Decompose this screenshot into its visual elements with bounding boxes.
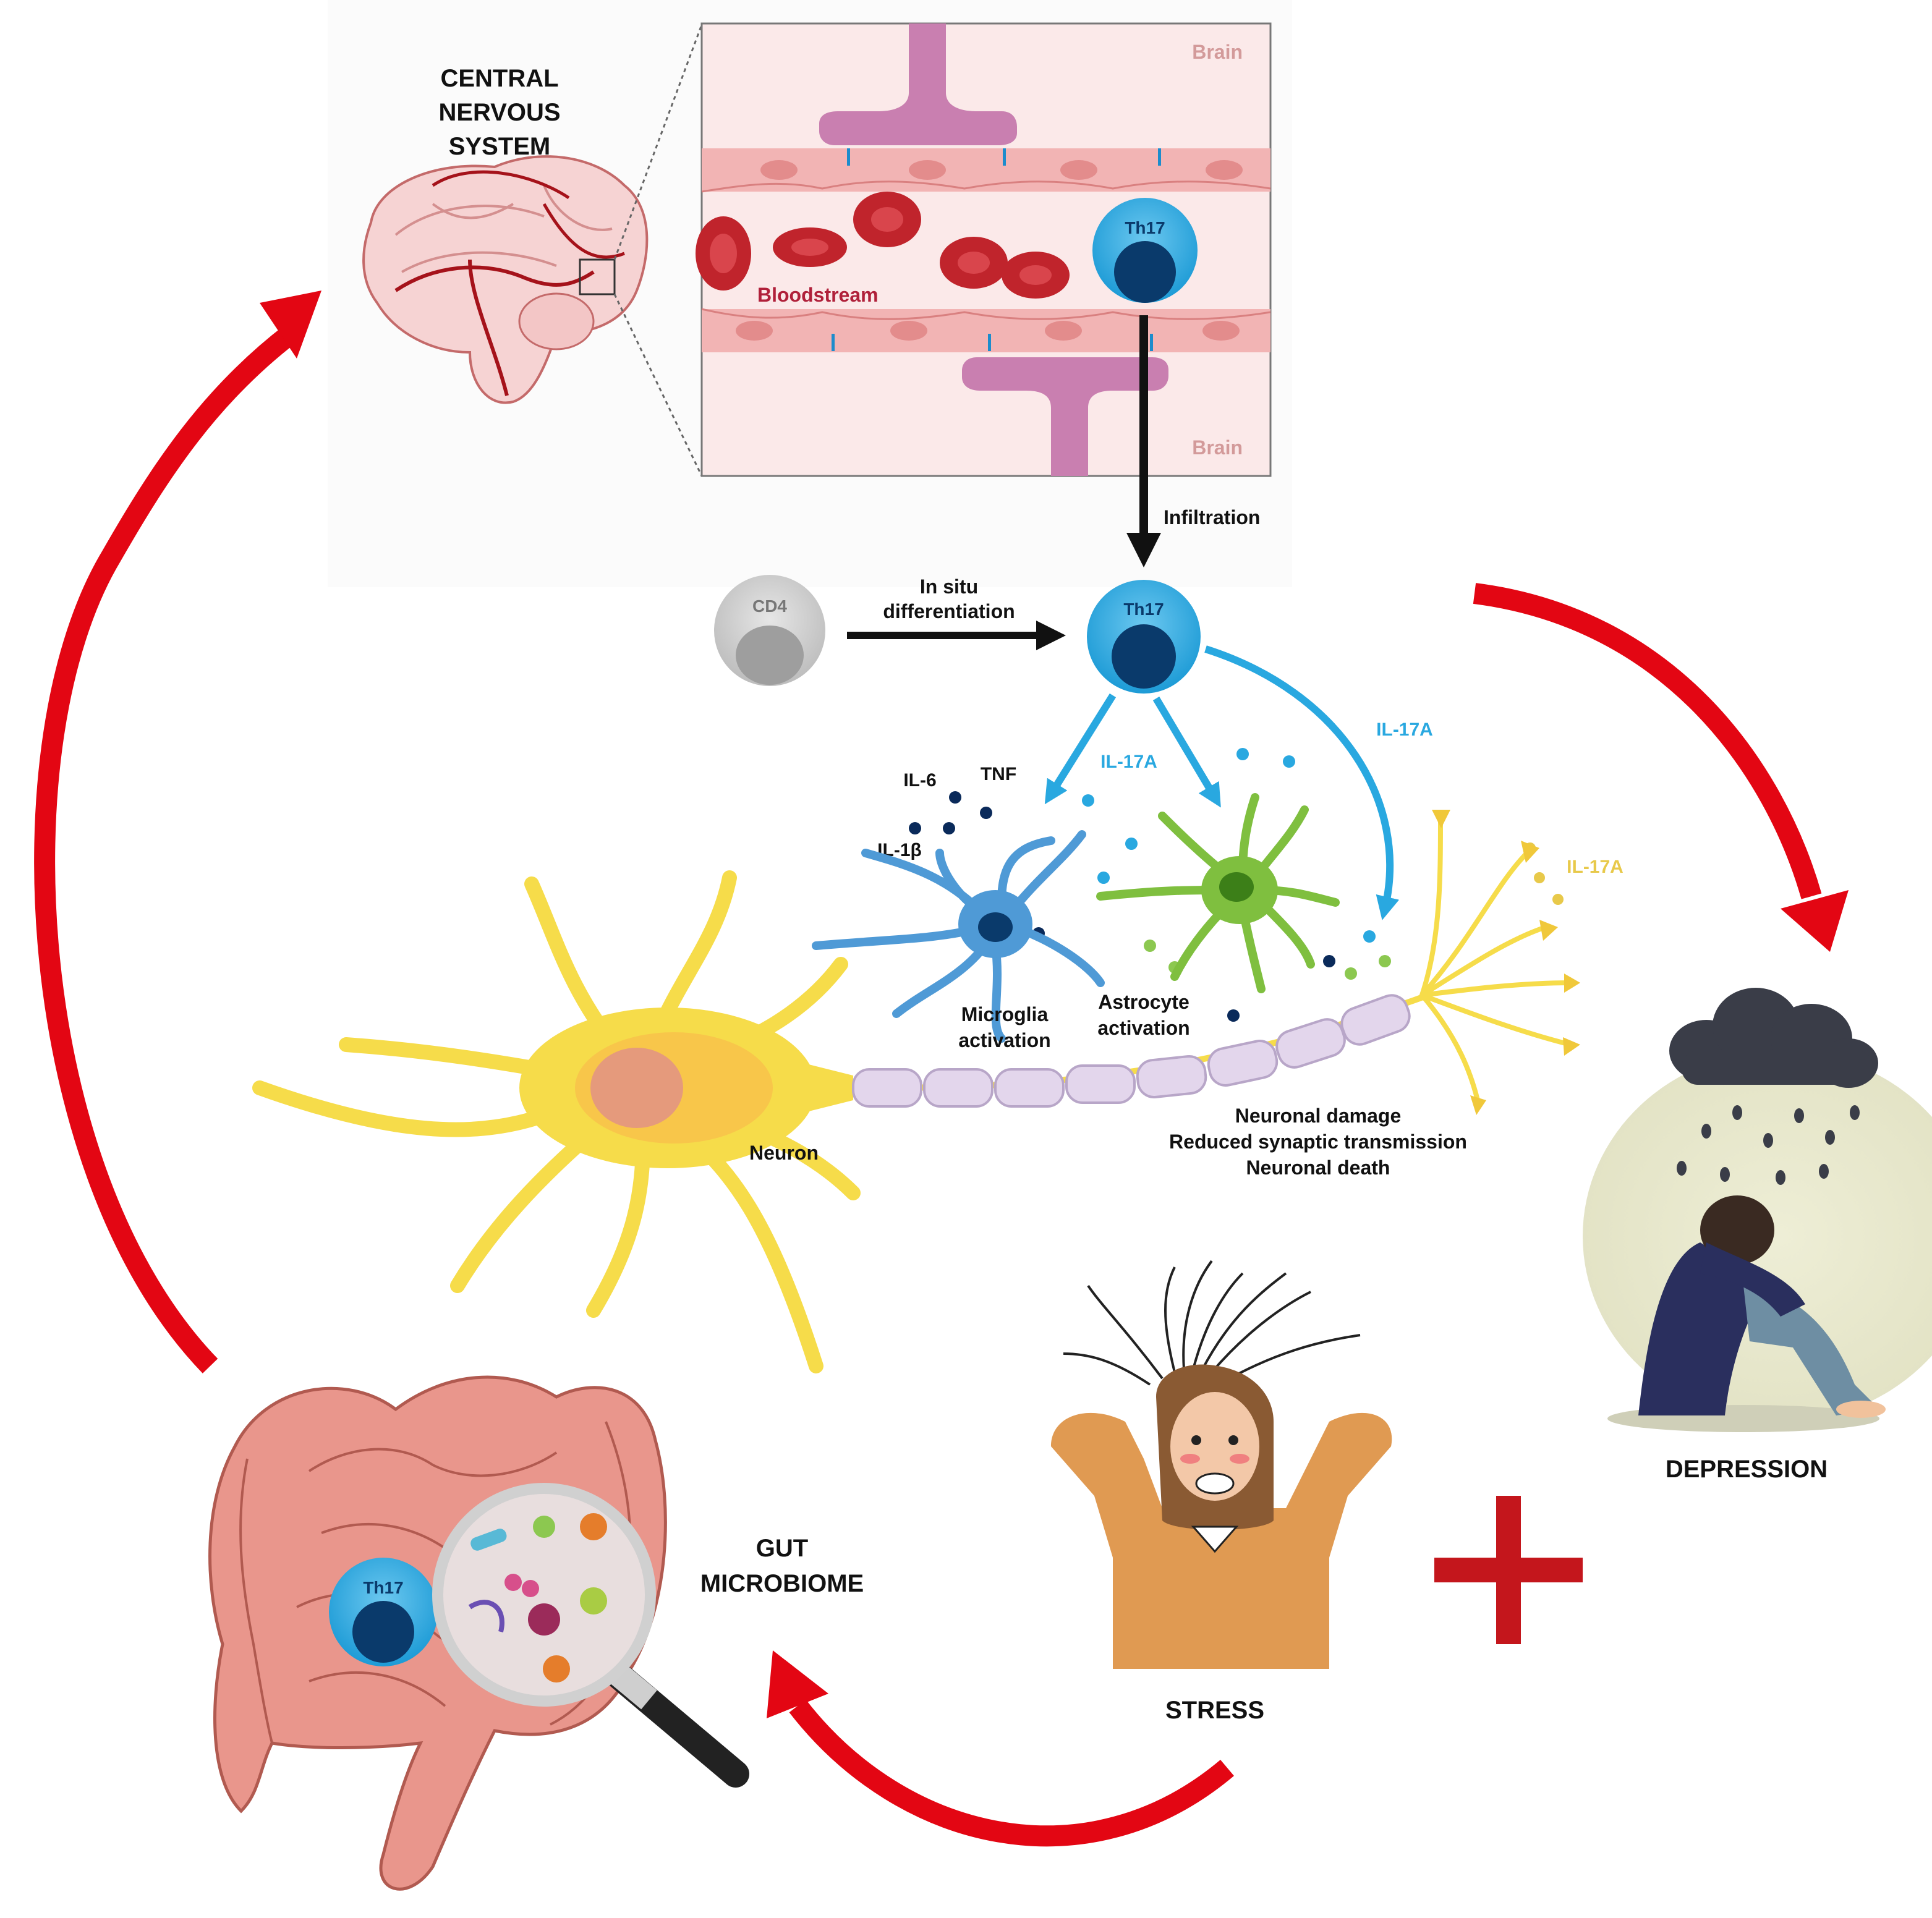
infiltration-label: Infiltration: [1164, 506, 1260, 528]
cns-label-line3: SYSTEM: [449, 133, 550, 160]
axon: [852, 810, 1580, 1115]
cns-to-depression-arrow: [1473, 583, 1822, 899]
axon-hillock: [804, 1063, 853, 1113]
bloodstream-label: Bloodstream: [757, 284, 879, 306]
neuron-label: Neuron: [749, 1142, 819, 1164]
il6-label: IL-6: [903, 770, 936, 791]
microglia-icon: [812, 830, 1105, 1043]
stress-label: STRESS: [1165, 1697, 1264, 1724]
th17-cell-icon: [1092, 198, 1198, 303]
brain-tissue-bottom: [962, 357, 1168, 476]
neuron-icon: [252, 870, 861, 1373]
stress-to-gut-arrow: [789, 1699, 1234, 1847]
rain-cloud-icon: [1669, 988, 1878, 1185]
brain-zoom-box: [579, 258, 616, 295]
brain-label-bottom: Brain: [1192, 436, 1243, 459]
red-blood-cells: [696, 192, 1070, 299]
plus-sign: [1434, 1496, 1583, 1644]
in-situ-label-line2: differentiation: [883, 600, 1015, 622]
microbe-icons: [468, 1513, 607, 1682]
microglia-label-line1: Microglia: [961, 1003, 1049, 1025]
il17a-label-right: IL-17A: [1376, 719, 1433, 740]
astrocyte-icon: [1096, 793, 1340, 993]
cns-label-line1: CENTRAL: [440, 65, 558, 92]
in-situ-label-line1: In situ: [920, 575, 978, 598]
th17-gut-cell-icon: [329, 1558, 438, 1666]
damage-label-line3: Neuronal death: [1246, 1156, 1390, 1179]
damage-label-line1: Neuronal damage: [1235, 1105, 1402, 1127]
gut-to-brain-arrow: [34, 325, 297, 1373]
th17-label-main: Th17: [1123, 600, 1164, 619]
damage-label-line2: Reduced synaptic transmission: [1169, 1131, 1467, 1153]
tnf-label: TNF: [981, 764, 1016, 784]
zoom-guide-top: [613, 24, 703, 260]
il17a-arrows: [1044, 645, 1400, 920]
gut-to-brain-arrowhead: [260, 291, 321, 359]
il17a-label-neuron: IL-17A: [1567, 857, 1623, 877]
cd4-label: CD4: [752, 596, 787, 616]
depressed-person-icon: [1583, 988, 1932, 1432]
magnifier-icon: [432, 1483, 749, 1788]
stressed-person-icon: [1051, 1260, 1392, 1669]
th17-label-gut: Th17: [363, 1578, 403, 1597]
brain-tissue-top: [819, 23, 1017, 145]
astrocyte-label-line1: Astrocyte: [1098, 991, 1189, 1013]
stress-to-gut-arrowhead: [767, 1650, 828, 1718]
microglia-label-line2: activation: [958, 1029, 1050, 1051]
astrocyte-label-line2: activation: [1097, 1017, 1189, 1039]
cycle-arrows: [34, 291, 1849, 1847]
gut-label-line2: MICROBIOME: [700, 1570, 864, 1597]
th17-label-vessel: Th17: [1125, 218, 1165, 237]
brain-icon: [362, 155, 649, 404]
cd4-cell-icon: [714, 575, 825, 686]
depression-label: DEPRESSION: [1666, 1456, 1828, 1483]
cns-label-line2: NERVOUS: [438, 99, 560, 126]
gut-label-line1: GUT: [756, 1535, 808, 1562]
cns-to-depression-arrowhead: [1781, 890, 1849, 952]
il17a-label-center: IL-17A: [1100, 752, 1157, 772]
brain-label-top: Brain: [1192, 41, 1243, 63]
blood-vessel-inset: [696, 22, 1272, 477]
th17-main-cell-icon: [1087, 580, 1201, 694]
